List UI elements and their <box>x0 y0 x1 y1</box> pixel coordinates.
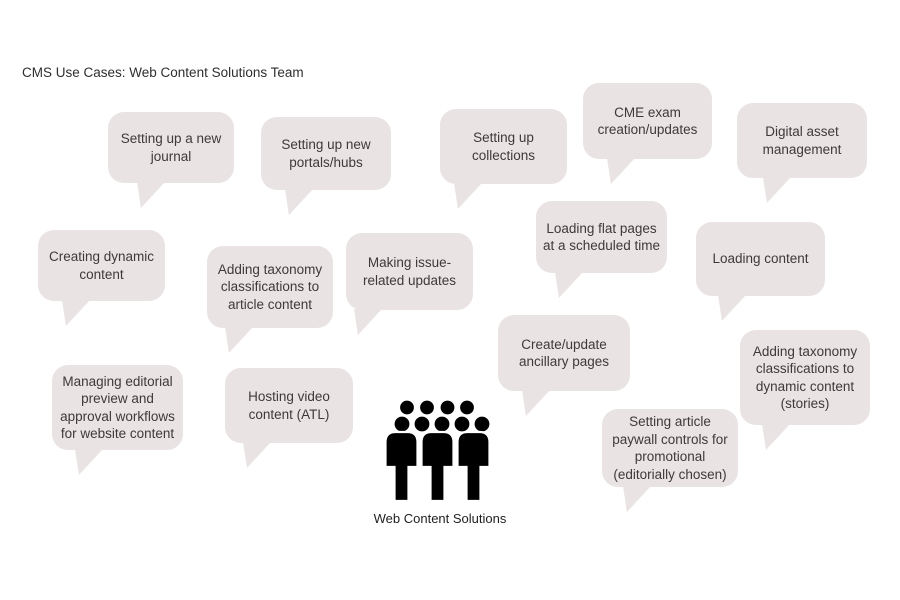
bubble-label: Loading flat pages at a scheduled time <box>542 220 661 254</box>
bubble-loading-content: Loading content <box>696 222 825 321</box>
bubble-tail <box>762 424 790 450</box>
bubble-video-content: Hosting video content (ATL) <box>225 368 353 468</box>
bubble-label: Setting up a new journal <box>120 131 222 164</box>
bubble-taxonomy-article: Adding taxonomy classifications to artic… <box>207 246 333 353</box>
bubble-new-journal: Setting up a new journal <box>108 112 234 208</box>
bubble-taxonomy-stories: Adding taxonomy classifications to dynam… <box>740 330 870 450</box>
bubble-digital-asset: Digital asset management <box>737 103 867 203</box>
bubble-tail <box>62 300 90 326</box>
bubble-label: Managing editorial preview and approval … <box>60 373 175 442</box>
bubble-paywall-controls: Setting article paywall controls for pro… <box>602 409 738 512</box>
bubble-tail <box>285 189 313 215</box>
bubble-tail <box>137 182 165 208</box>
bubble-label: Loading content <box>712 251 809 267</box>
bubble-label: Hosting video content (ATL) <box>248 389 330 422</box>
bubble-collections: Setting up collections <box>440 109 567 209</box>
bubble-tail <box>354 309 382 335</box>
people-group-icon <box>384 399 492 503</box>
bubble-cme-exam: CME exam creation/updates <box>583 83 712 184</box>
bubble-label: Creating dynamic content <box>48 249 155 282</box>
bubble-tail <box>75 449 103 475</box>
page-title: CMS Use Cases: Web Content Solutions Tea… <box>22 65 304 80</box>
bubble-tail <box>763 177 791 203</box>
bubble-tail <box>555 272 583 298</box>
bubble-label: Create/update ancillary pages <box>518 336 610 370</box>
center-label: Web Content Solutions <box>373 511 507 526</box>
bubble-tail <box>225 327 253 353</box>
bubble-editorial-workflows: Managing editorial preview and approval … <box>52 365 183 475</box>
bubble-tail <box>454 183 482 209</box>
bubble-label: Setting up collections <box>471 130 536 163</box>
bubble-portals-hubs: Setting up new portals/hubs <box>261 117 391 215</box>
bubble-tail <box>522 390 550 416</box>
bubble-label: Setting up new portals/hubs <box>281 137 371 170</box>
bubble-tail <box>607 158 635 184</box>
bubble-label: Adding taxonomy classifications to dynam… <box>752 343 858 412</box>
bubble-label: Making issue- related updates <box>362 255 457 288</box>
bubble-flat-pages: Loading flat pages at a scheduled time <box>536 201 667 298</box>
bubble-issue-updates: Making issue- related updates <box>346 233 473 335</box>
bubble-label: Digital asset management <box>762 124 842 157</box>
bubble-tail <box>718 295 746 321</box>
bubble-label: CME exam creation/updates <box>597 104 698 138</box>
bubble-label: Setting article paywall controls for pro… <box>612 414 728 482</box>
bubble-tail <box>243 442 271 468</box>
bubble-label: Adding taxonomy classifications to artic… <box>217 261 323 312</box>
bubble-dynamic-content: Creating dynamic content <box>38 230 165 326</box>
bubble-tail <box>623 486 651 512</box>
bubble-ancillary-pages: Create/update ancillary pages <box>498 315 630 416</box>
